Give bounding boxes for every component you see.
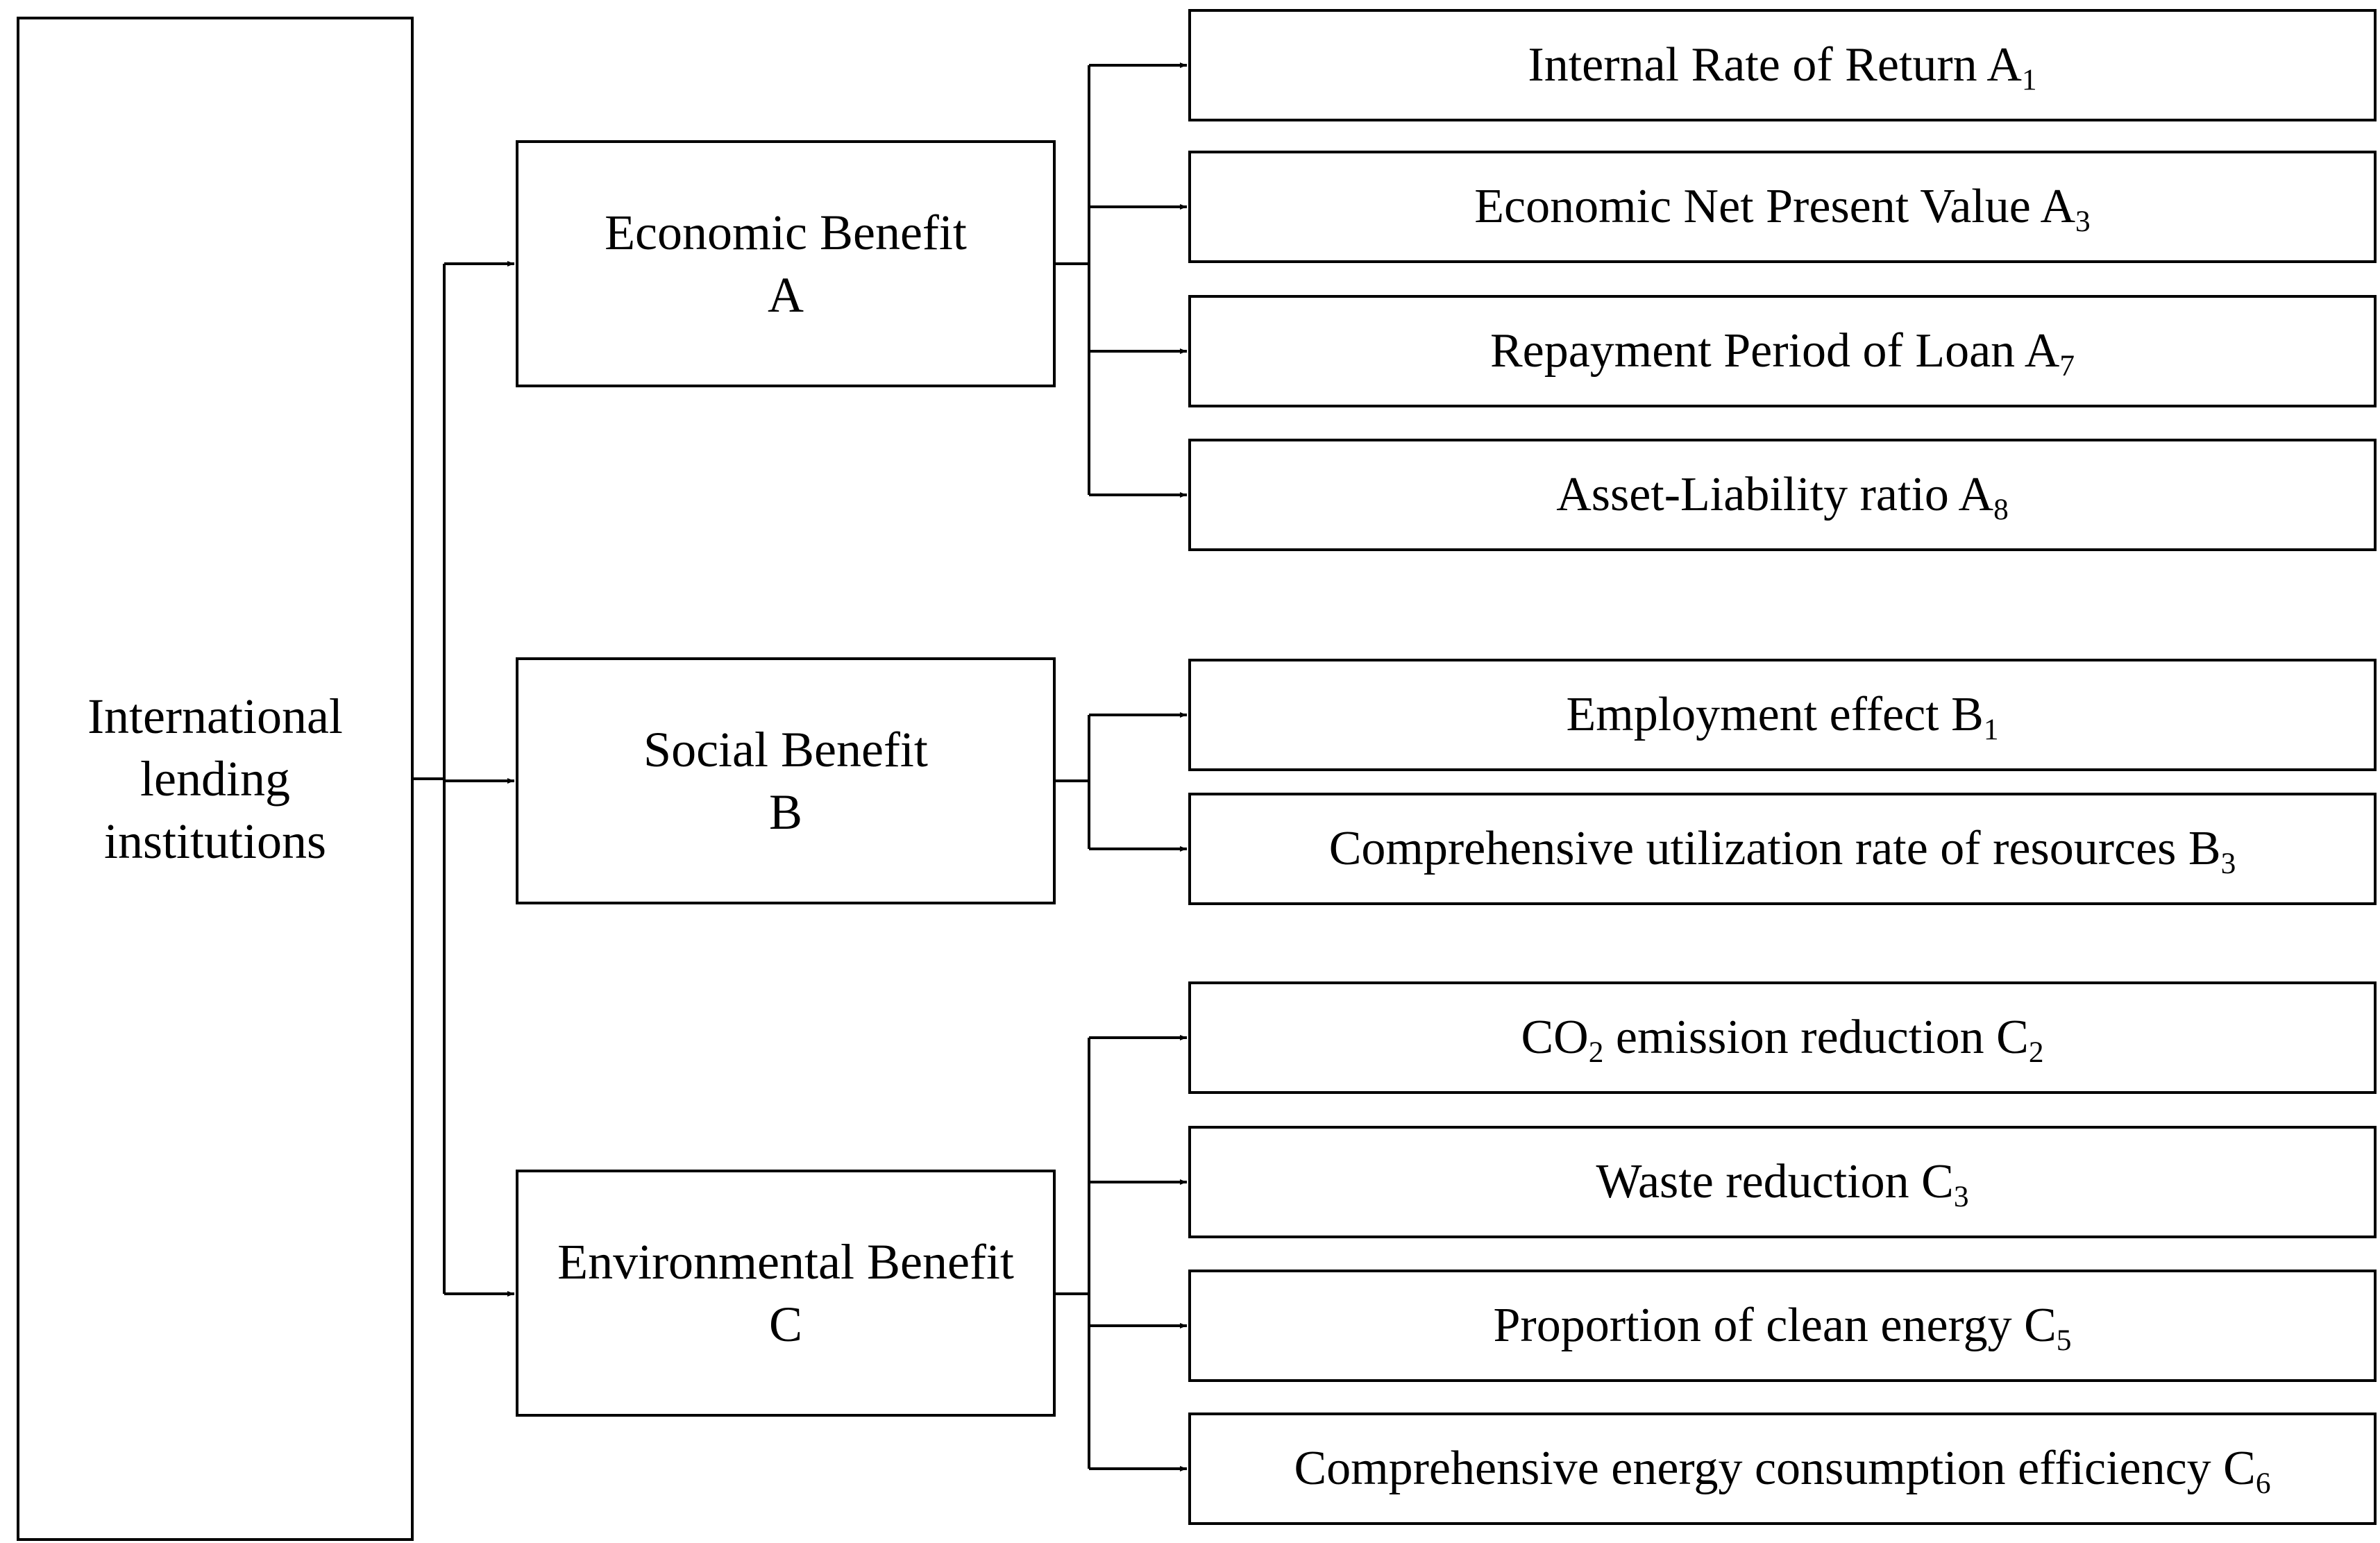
root-node: International lending institutions	[17, 17, 414, 1541]
category-code: C	[768, 1297, 803, 1352]
indicator-subscript: 5	[2056, 1324, 2072, 1358]
indicator-text: Repayment Period of Loan A	[1489, 324, 2060, 378]
indicator-text: Economic Net Present Value A	[1474, 180, 2076, 233]
category-title: Social Benefit	[643, 722, 928, 777]
category-title: Environmental Benefit	[557, 1234, 1014, 1290]
indicator-prefix-subscript: 2	[1588, 1036, 1604, 1070]
indicator-subscript: 3	[2220, 847, 2236, 881]
indicator-subscript: 1	[1983, 713, 1999, 747]
indicator-text: Comprehensive utilization rate of resour…	[1328, 822, 2221, 875]
indicator-b1: Employment effect B1	[1188, 659, 2377, 771]
indicator-a1: Internal Rate of Return A1	[1188, 9, 2377, 121]
indicator-b3: Comprehensive utilization rate of resour…	[1188, 793, 2377, 905]
indicator-text: Employment effect B	[1566, 688, 1984, 741]
indicator-subscript: 1	[2021, 63, 2037, 97]
category-economic: Economic Benefit A	[516, 140, 1056, 387]
indicator-subscript: 3	[2075, 205, 2091, 239]
indicator-c5: Proportion of clean energy C5	[1188, 1270, 2377, 1382]
category-environmental: Environmental Benefit C	[516, 1170, 1056, 1417]
indicator-c6: Comprehensive energy consumption efficie…	[1188, 1413, 2377, 1525]
category-code: B	[768, 784, 802, 840]
indicator-text: Waste reduction C	[1596, 1155, 1954, 1208]
indicator-text: emission reduction C	[1603, 1011, 2029, 1064]
indicator-subscript: 6	[2255, 1467, 2271, 1501]
indicator-c3: Waste reduction C3	[1188, 1126, 2377, 1238]
indicator-text: Proportion of clean energy C	[1493, 1299, 2057, 1352]
indicator-subscript: 2	[2028, 1036, 2044, 1070]
indicator-text: Internal Rate of Return A	[1528, 38, 2022, 92]
indicator-text: Comprehensive energy consumption efficie…	[1294, 1442, 2256, 1495]
indicator-subscript: 3	[1953, 1180, 1969, 1214]
indicator-text: Asset-Liability ratio A	[1556, 468, 1994, 521]
category-code: A	[767, 267, 804, 323]
indicator-prefix: CO	[1521, 1011, 1589, 1064]
category-title: Economic Benefit	[605, 205, 967, 260]
root-label: International lending institutions	[87, 689, 343, 869]
indicator-a8: Asset-Liability ratio A8	[1188, 439, 2377, 551]
indicator-subscript: 8	[1993, 493, 2009, 527]
indicator-a7: Repayment Period of Loan A7	[1188, 295, 2377, 407]
indicator-c2: CO2 emission reduction C2	[1188, 981, 2377, 1094]
category-social: Social Benefit B	[516, 657, 1056, 904]
indicator-subscript: 7	[2059, 349, 2075, 383]
indicator-a3: Economic Net Present Value A3	[1188, 151, 2377, 263]
